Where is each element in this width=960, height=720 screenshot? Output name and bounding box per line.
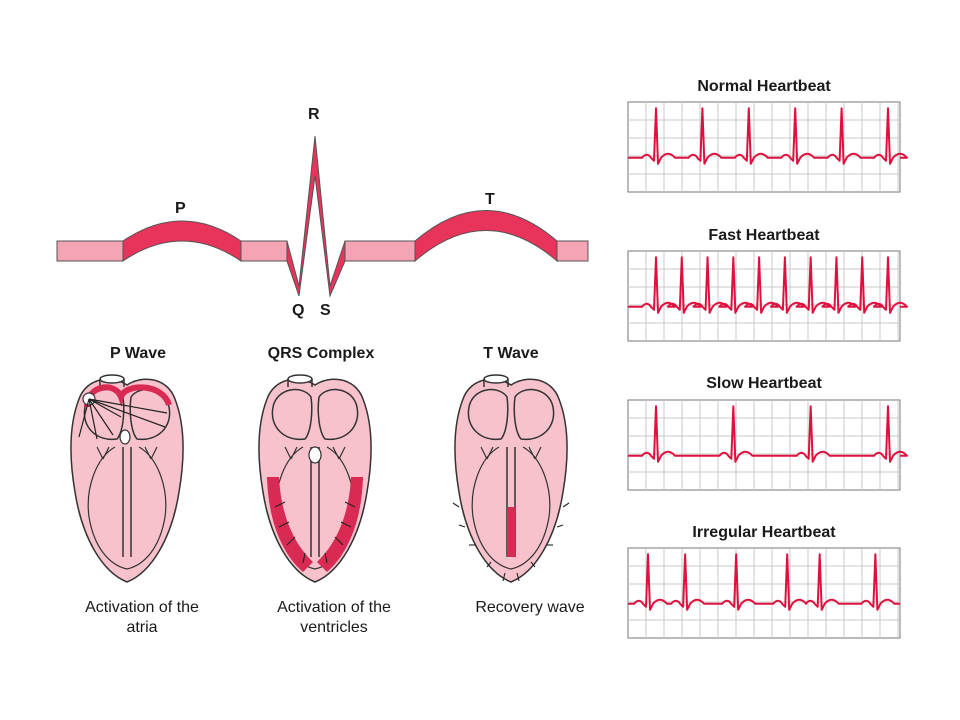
- t-wave-band: [414, 210, 558, 263]
- label-q: Q: [292, 302, 305, 319]
- ecg-trace-slow: [628, 405, 908, 463]
- strip-grid-frame: [627, 250, 901, 342]
- rhythm-strip-irregular: [627, 547, 901, 639]
- label-r: R: [308, 106, 320, 123]
- ecg-trace-irregular: [628, 553, 900, 611]
- label-s: S: [320, 302, 331, 319]
- phase-title-t-wave: T Wave: [483, 345, 539, 362]
- rhythm-strip-fast: [627, 250, 908, 342]
- strip-title-fast: Fast Heartbeat: [708, 227, 820, 244]
- strip-grid-frame: [627, 399, 901, 491]
- phase-title-p-wave: P Wave: [109, 345, 167, 362]
- rhythm-strip-slow: [627, 399, 908, 491]
- phase-title-qrs-complex: QRS Complex: [267, 345, 375, 362]
- label-p: P: [175, 200, 186, 217]
- qrs-complex-band: [286, 135, 346, 298]
- ecg-trace-normal: [628, 107, 908, 165]
- strip-title-slow: Slow Heartbeat: [706, 375, 822, 392]
- phase-caption-qrs-complex: Activation of the ventricles: [277, 599, 391, 636]
- strip-grid-frame: [627, 547, 901, 639]
- strip-grid-frame: [627, 101, 901, 193]
- rhythm-strip-normal: [627, 101, 908, 193]
- heart-t-wave: [452, 374, 570, 583]
- heart-p-wave: [70, 374, 184, 583]
- label-t: T: [485, 191, 495, 208]
- ecg-trace-fast: [628, 256, 908, 314]
- phase-caption-t-wave: Recovery wave: [475, 599, 585, 616]
- p-wave-band: [122, 220, 242, 262]
- strip-title-normal: Normal Heartbeat: [697, 78, 831, 95]
- heart-qrs-complex: [258, 374, 372, 583]
- strip-title-irregular: Irregular Heartbeat: [692, 524, 836, 541]
- phase-caption-p-wave: Activation of the atria: [85, 599, 199, 636]
